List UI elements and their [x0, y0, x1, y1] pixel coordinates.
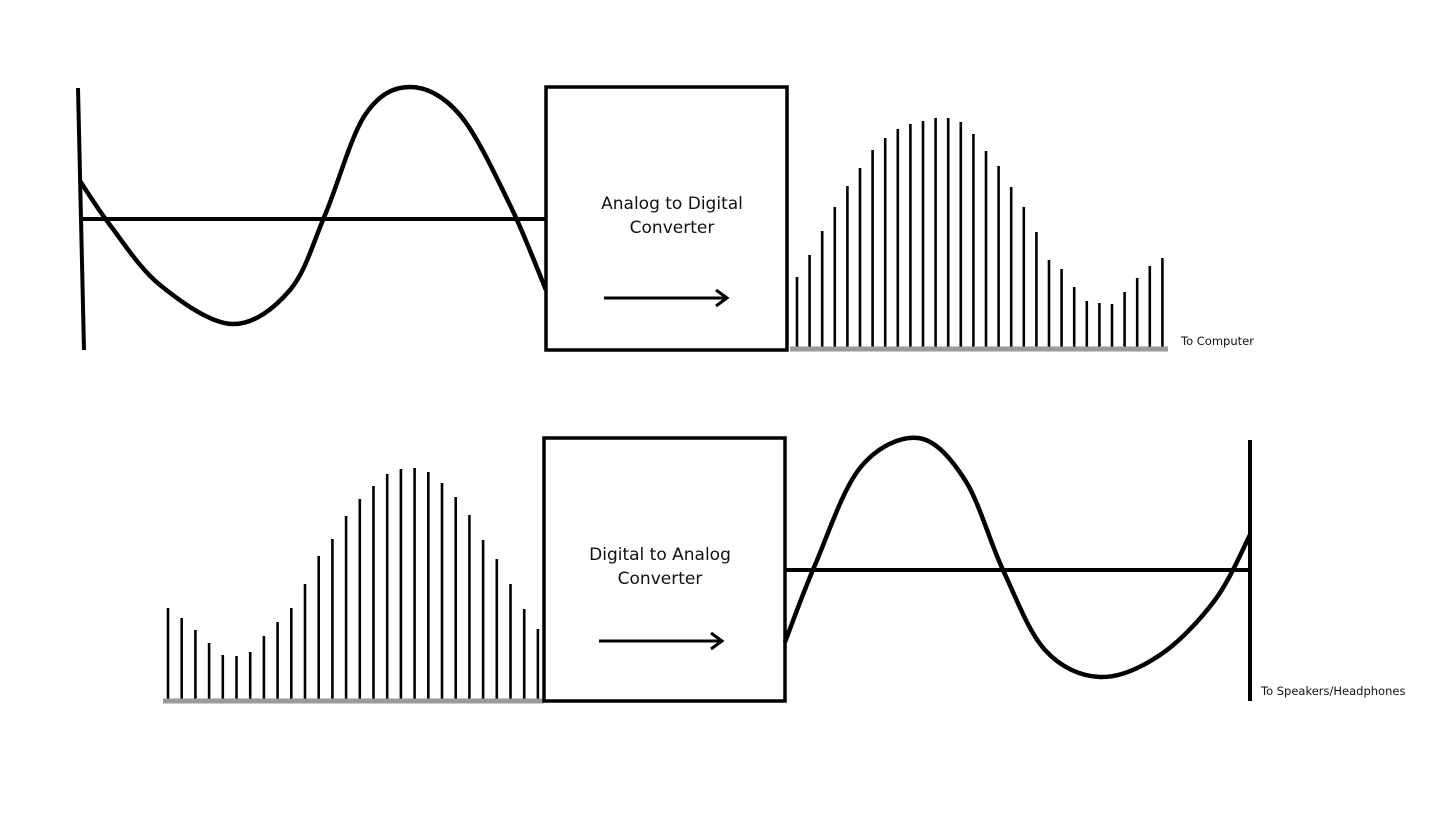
right-arrow-icon [599, 631, 725, 651]
dac-label-line1: Digital to Analog [589, 545, 731, 565]
dac-converter-box [542, 436, 787, 703]
to-speakers-label: To Speakers/Headphones [1260, 684, 1405, 698]
adc-converter-box [544, 85, 789, 352]
adc-label-line1: Analog to Digital [601, 194, 743, 214]
top-row: Analog to Digital Converter To Computer [76, 84, 1254, 352]
top-digital-samples [795, 118, 1164, 349]
right-arrow-icon [604, 288, 730, 308]
bottom-analog-wave [782, 435, 1252, 680]
bottom-row: Digital to Analog Converter To Speakers/… [163, 435, 1405, 704]
adc-label-line2: Converter [630, 218, 715, 238]
top-analog-wave [78, 84, 549, 327]
dac-label-line2: Converter [618, 569, 703, 589]
bottom-digital-samples [166, 468, 540, 701]
to-computer-label: To Computer [1180, 334, 1254, 348]
